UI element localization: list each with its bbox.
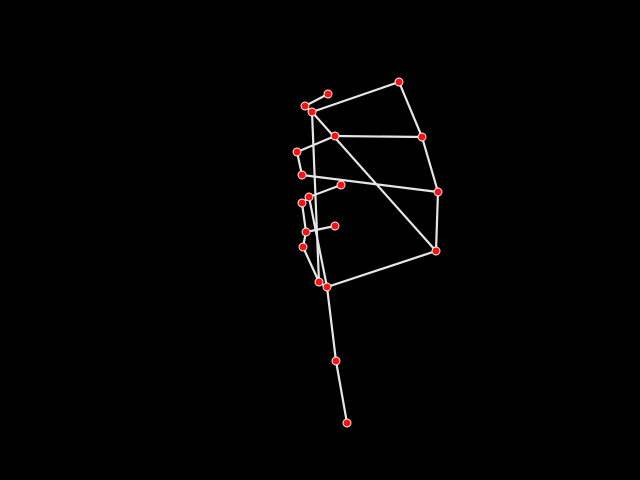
joint-j15 bbox=[297, 170, 307, 180]
bone-j15-j5 bbox=[300, 173, 440, 194]
bone-j5-j6 bbox=[434, 190, 440, 253]
bone-j8-j17 bbox=[307, 195, 329, 289]
joint-j19 bbox=[342, 418, 352, 428]
bone-j2-j16 bbox=[310, 110, 321, 284]
bone-j2-j3 bbox=[310, 80, 401, 114]
joint-j9 bbox=[297, 198, 307, 208]
bone-j17-j18 bbox=[325, 285, 338, 363]
bone-j10-j13 bbox=[304, 224, 337, 234]
bone-j18-j19 bbox=[334, 359, 349, 425]
joint-j3 bbox=[394, 77, 404, 87]
joint-j10 bbox=[301, 227, 311, 237]
joint-j5 bbox=[433, 187, 443, 197]
joint-j12 bbox=[330, 131, 340, 141]
joint-j4 bbox=[417, 132, 427, 142]
joint-j14 bbox=[292, 147, 302, 157]
bone-j3-j4 bbox=[397, 80, 424, 139]
joint-j8 bbox=[304, 192, 314, 202]
bone-j4-j5 bbox=[420, 135, 440, 194]
bone-j11-j16 bbox=[301, 245, 321, 284]
bone-j9-j10 bbox=[300, 201, 308, 234]
joint-j11 bbox=[298, 242, 308, 252]
joint-j1 bbox=[300, 101, 310, 111]
bone-j17-j6 bbox=[325, 249, 438, 289]
joint-j0 bbox=[323, 89, 333, 99]
joint-layer bbox=[292, 77, 443, 428]
joint-j16 bbox=[314, 277, 324, 287]
joint-j7 bbox=[336, 180, 346, 190]
joint-j2 bbox=[307, 107, 317, 117]
joint-j13 bbox=[330, 221, 340, 231]
joint-j18 bbox=[331, 356, 341, 366]
bone-j12-j4 bbox=[333, 134, 424, 139]
joint-j17 bbox=[322, 282, 332, 292]
bone-j12-j14 bbox=[295, 134, 337, 154]
joint-j6 bbox=[431, 246, 441, 256]
